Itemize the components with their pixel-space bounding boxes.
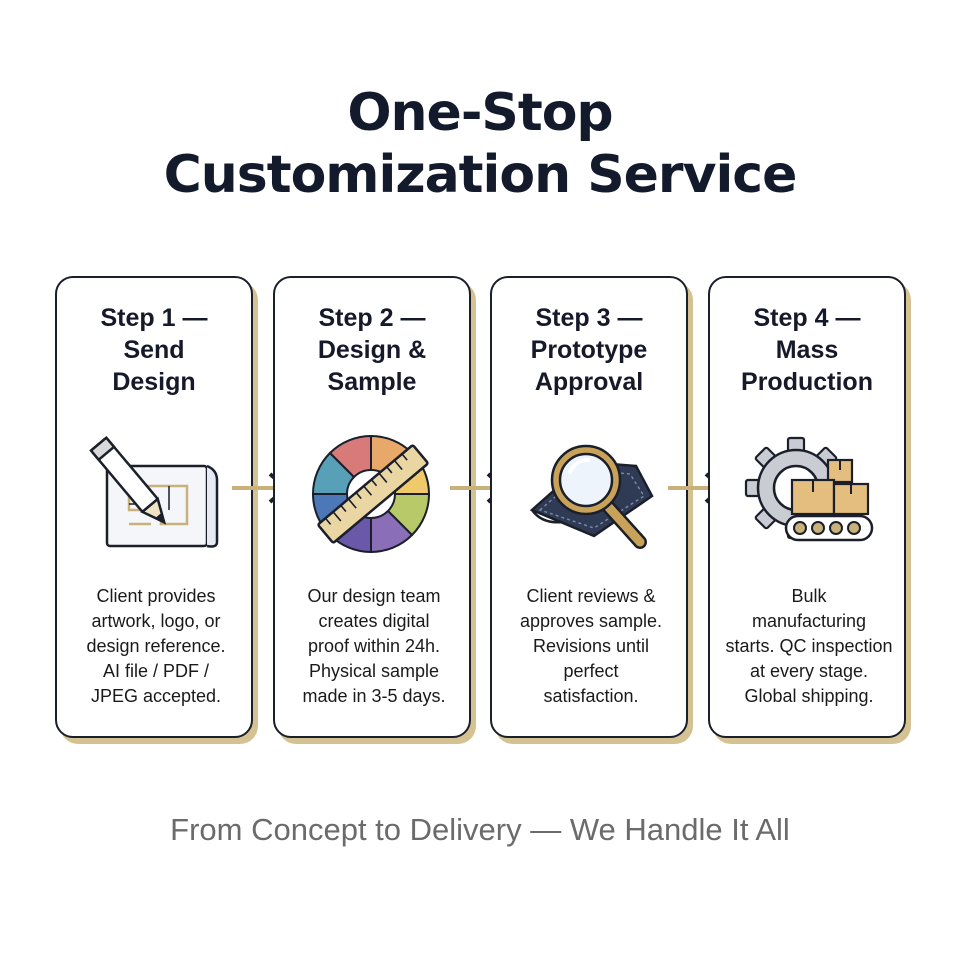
step-4-description-line: manufacturing [751,611,867,631]
step-4-description-line: Bulk [791,586,827,606]
step-3-heading-line: Prototype [530,336,648,364]
step-card-1: Step 1 — Send Design Client provides art… [55,276,253,738]
step-1-description-line: design reference. [86,636,226,656]
step-3-description: Client reviews & approves sample. Revisi… [500,584,682,709]
pencil-blueprint-icon [89,426,223,560]
step-3-heading: Step 3 — Prototype Approval [492,302,686,398]
step-3-description-line: approves sample. [519,611,663,631]
step-2-description-line: proof within 24h. [307,636,441,656]
step-card-3: Step 3 — Prototype Approval Client revie… [490,276,688,738]
step-1-heading-line: Step 1 — [100,304,208,332]
step-2-description-line: made in 3-5 days. [302,686,446,706]
step-4-heading-line: Mass [775,336,839,364]
page-title-line-1: One-Stop [347,83,613,143]
step-3-heading-line: Approval [534,368,644,396]
step-1-description-line: artwork, logo, or [91,611,221,631]
color-wheel-ruler-icon [307,426,441,560]
step-3-description-line: satisfaction. [543,686,639,706]
step-1-description-line: AI file / PDF / [102,661,210,681]
step-1-description-line: Client provides [96,586,216,606]
step-1-heading: Step 1 — Send Design [57,302,251,398]
step-4-heading: Step 4 — Mass Production [710,302,904,398]
step-1-heading-line: Send [123,336,185,364]
step-2-description-line: Our design team [307,586,441,606]
step-4-description: Bulk manufacturing starts. QC inspection… [718,584,900,709]
step-card-4: Step 4 — Mass Production [708,276,906,738]
step-card-2: Step 2 — Design & Sample Our design tea [273,276,471,738]
magnifier-fabric-icon [524,426,658,560]
step-1-description-line: JPEG accepted. [90,686,222,706]
step-4-description-line: at every stage. [749,661,869,681]
step-2-heading: Step 2 — Design & Sample [275,302,469,398]
step-4-description-line: Global shipping. [744,686,874,706]
step-2-heading-line: Sample [327,368,417,396]
gear-conveyor-boxes-icon [742,426,876,560]
step-4-description-line: starts. QC inspection [725,636,893,656]
step-2-description-line: creates digital [318,611,430,631]
page-title-line-2: Customization Service [163,145,798,205]
step-3-description-line: Revisions until [532,636,650,656]
page-title: One-Stop Customization Service [0,82,960,206]
step-2-heading-line: Step 2 — [318,304,426,332]
step-4-heading-line: Production [741,368,873,396]
step-1-description: Client provides artwork, logo, or design… [65,584,247,709]
tagline: From Concept to Delivery — We Handle It … [170,812,790,847]
step-2-description: Our design team creates digital proof wi… [283,584,465,709]
step-4-heading-line: Step 4 — [753,304,861,332]
step-3-description-line: perfect [563,661,619,681]
step-1-heading-line: Design [112,368,196,396]
step-3-description-line: Client reviews & [526,586,656,606]
step-2-description-line: Physical sample [308,661,440,681]
step-2-heading-line: Design & [317,336,427,364]
step-3-heading-line: Step 3 — [535,304,643,332]
